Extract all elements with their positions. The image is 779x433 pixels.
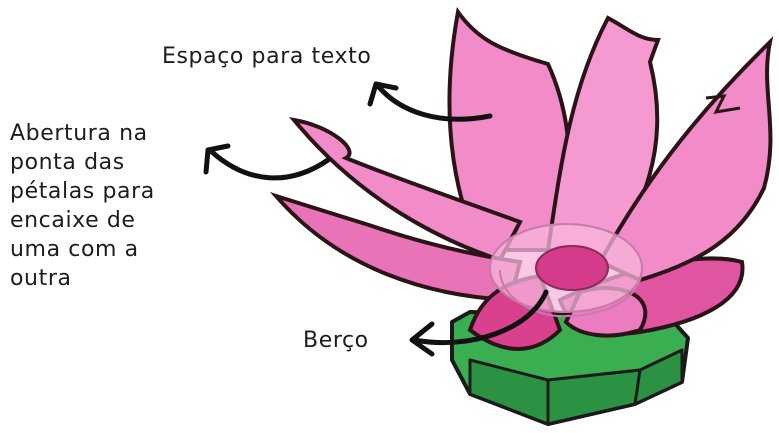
label-line: Abertura na — [10, 121, 148, 146]
petal-left-lower — [269, 191, 523, 303]
label-line: outra — [10, 266, 72, 291]
petal-notch-right — [705, 94, 741, 114]
arrow-text-space — [367, 81, 493, 122]
label-line: encaixe de — [10, 208, 136, 233]
label-line: uma com a — [10, 237, 139, 262]
label-petal-tip-opening: Abertura na ponta das pétalas para encai… — [10, 119, 155, 293]
petal-back-right — [597, 35, 774, 283]
arrow-petal-tip — [203, 143, 331, 181]
label-line: ponta das — [10, 150, 125, 175]
petal-left-upper — [289, 117, 523, 263]
arrow-cradle — [409, 289, 549, 357]
label-line: pétalas para — [10, 179, 155, 204]
label-cradle: Berço — [303, 328, 369, 353]
label-text-space: Espaço para texto — [162, 44, 372, 69]
cradle-ring — [489, 223, 643, 318]
